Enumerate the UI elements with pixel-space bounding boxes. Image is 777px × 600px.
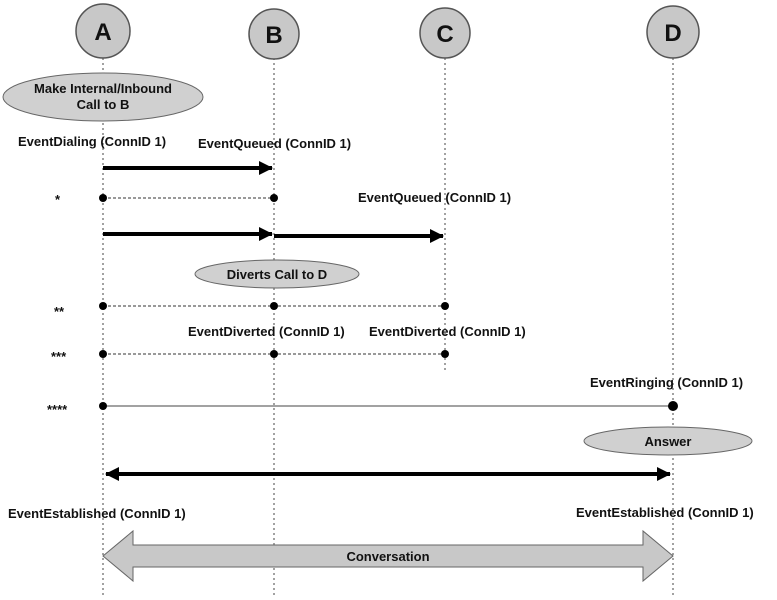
participant-b-label: B — [265, 22, 282, 49]
conversation-arrow: Conversation — [102, 529, 674, 583]
dot-b-3 — [270, 350, 278, 358]
note-make-call: Make Internal/Inbound Call to B — [2, 72, 204, 122]
participant-a-label: A — [94, 19, 111, 46]
dot-a-2 — [99, 302, 107, 310]
dot-a-4 — [99, 402, 107, 410]
note-diverts-text: Diverts Call to D — [227, 267, 327, 282]
note-diverts: Diverts Call to D — [194, 259, 360, 289]
marker-star-2: ** — [54, 304, 65, 319]
participant-c-label: C — [436, 21, 453, 48]
dot-a-3 — [99, 350, 107, 358]
participant-d: D — [646, 5, 700, 59]
event-diverted-b-label: EventDiverted (ConnID 1) — [188, 324, 345, 339]
dot-a-1 — [99, 194, 107, 202]
note-make-call-line1: Make Internal/Inbound — [34, 81, 172, 96]
marker-star-1: * — [55, 192, 61, 207]
dot-c-2 — [441, 302, 449, 310]
note-answer: Answer — [583, 426, 753, 456]
marker-star-4: **** — [47, 402, 68, 417]
marker-star-3: *** — [51, 349, 67, 364]
dot-b-1 — [270, 194, 278, 202]
event-diverted-c-label: EventDiverted (ConnID 1) — [369, 324, 526, 339]
event-queued-c-label: EventQueued (ConnID 1) — [358, 190, 511, 205]
dot-c-3 — [441, 350, 449, 358]
note-answer-text: Answer — [645, 434, 692, 449]
participant-d-label: D — [664, 20, 681, 47]
participant-a: A — [75, 3, 131, 59]
dot-b-2 — [270, 302, 278, 310]
event-dialing-label: EventDialing (ConnID 1) — [18, 134, 166, 149]
event-established-d-label: EventEstablished (ConnID 1) — [576, 505, 754, 520]
participant-c: C — [419, 7, 471, 59]
event-ringing-label: EventRinging (ConnID 1) — [590, 375, 743, 390]
event-queued-b-label: EventQueued (ConnID 1) — [198, 136, 351, 151]
dot-d-4 — [668, 401, 678, 411]
note-make-call-line2: Call to B — [77, 97, 130, 112]
conversation-label: Conversation — [346, 549, 429, 564]
event-established-a-label: EventEstablished (ConnID 1) — [8, 506, 186, 521]
participant-b: B — [248, 8, 300, 60]
